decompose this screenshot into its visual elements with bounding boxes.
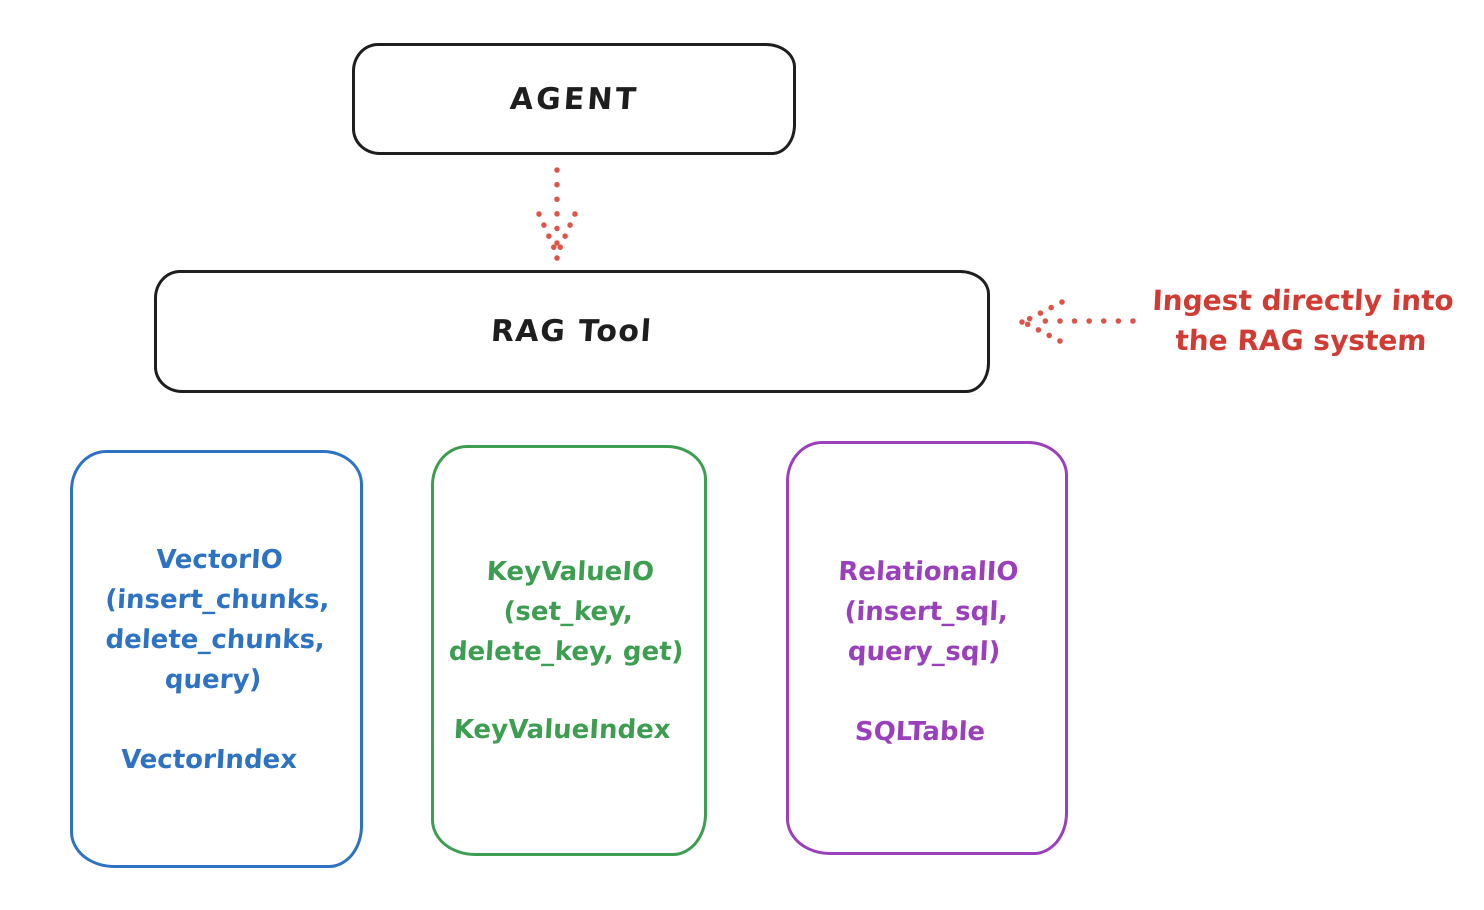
vector-index-label: VectorIndex <box>120 745 298 775</box>
io-line: (insert_chunks, <box>104 585 331 615</box>
agent-box: AGENT <box>352 43 796 155</box>
vector-io-box: VectorIO (insert_chunks, delete_chunks, … <box>70 450 363 868</box>
io-line: (set_key, <box>502 597 634 627</box>
io-line: query) <box>164 665 263 695</box>
io-line: delete_chunks, <box>104 625 326 655</box>
ingest-arrow <box>1019 299 1136 344</box>
vector-io-text: VectorIO (insert_chunks, delete_chunks, … <box>64 453 368 780</box>
rag-tool-box: RAG Tool <box>154 270 990 393</box>
keyvalue-io-text: KeyValueIO (set_key, delete_key, get) Ke… <box>426 448 712 750</box>
relational-io-box: RelationalIO (insert_sql, query_sql) SQL… <box>786 441 1068 855</box>
io-line: delete_key, get) <box>448 637 685 667</box>
agent-label: AGENT <box>508 81 640 117</box>
ingest-annotation-line1: Ingest directly into <box>1151 284 1455 317</box>
rag-tool-label: RAG Tool <box>490 314 654 349</box>
io-line: (insert_sql, <box>843 597 1009 627</box>
relational-io-text: RelationalIO (insert_sql, query_sql) SQL… <box>781 444 1073 752</box>
ingest-annotation-line2: the RAG system <box>1174 324 1428 357</box>
sqltable-label: SQLTable <box>854 717 986 747</box>
keyvalue-io-box: KeyValueIO (set_key, delete_key, get) Ke… <box>431 445 707 856</box>
io-line: VectorIO <box>155 545 284 575</box>
io-line: query_sql) <box>847 637 1002 667</box>
agent-to-rag-arrow <box>536 167 578 261</box>
keyvalue-index-label: KeyValueIndex <box>452 715 672 745</box>
io-line: RelationalIO <box>837 557 1020 587</box>
ingest-annotation: Ingest directly into the RAG system <box>1128 281 1476 361</box>
io-line: KeyValueIO <box>485 557 655 587</box>
